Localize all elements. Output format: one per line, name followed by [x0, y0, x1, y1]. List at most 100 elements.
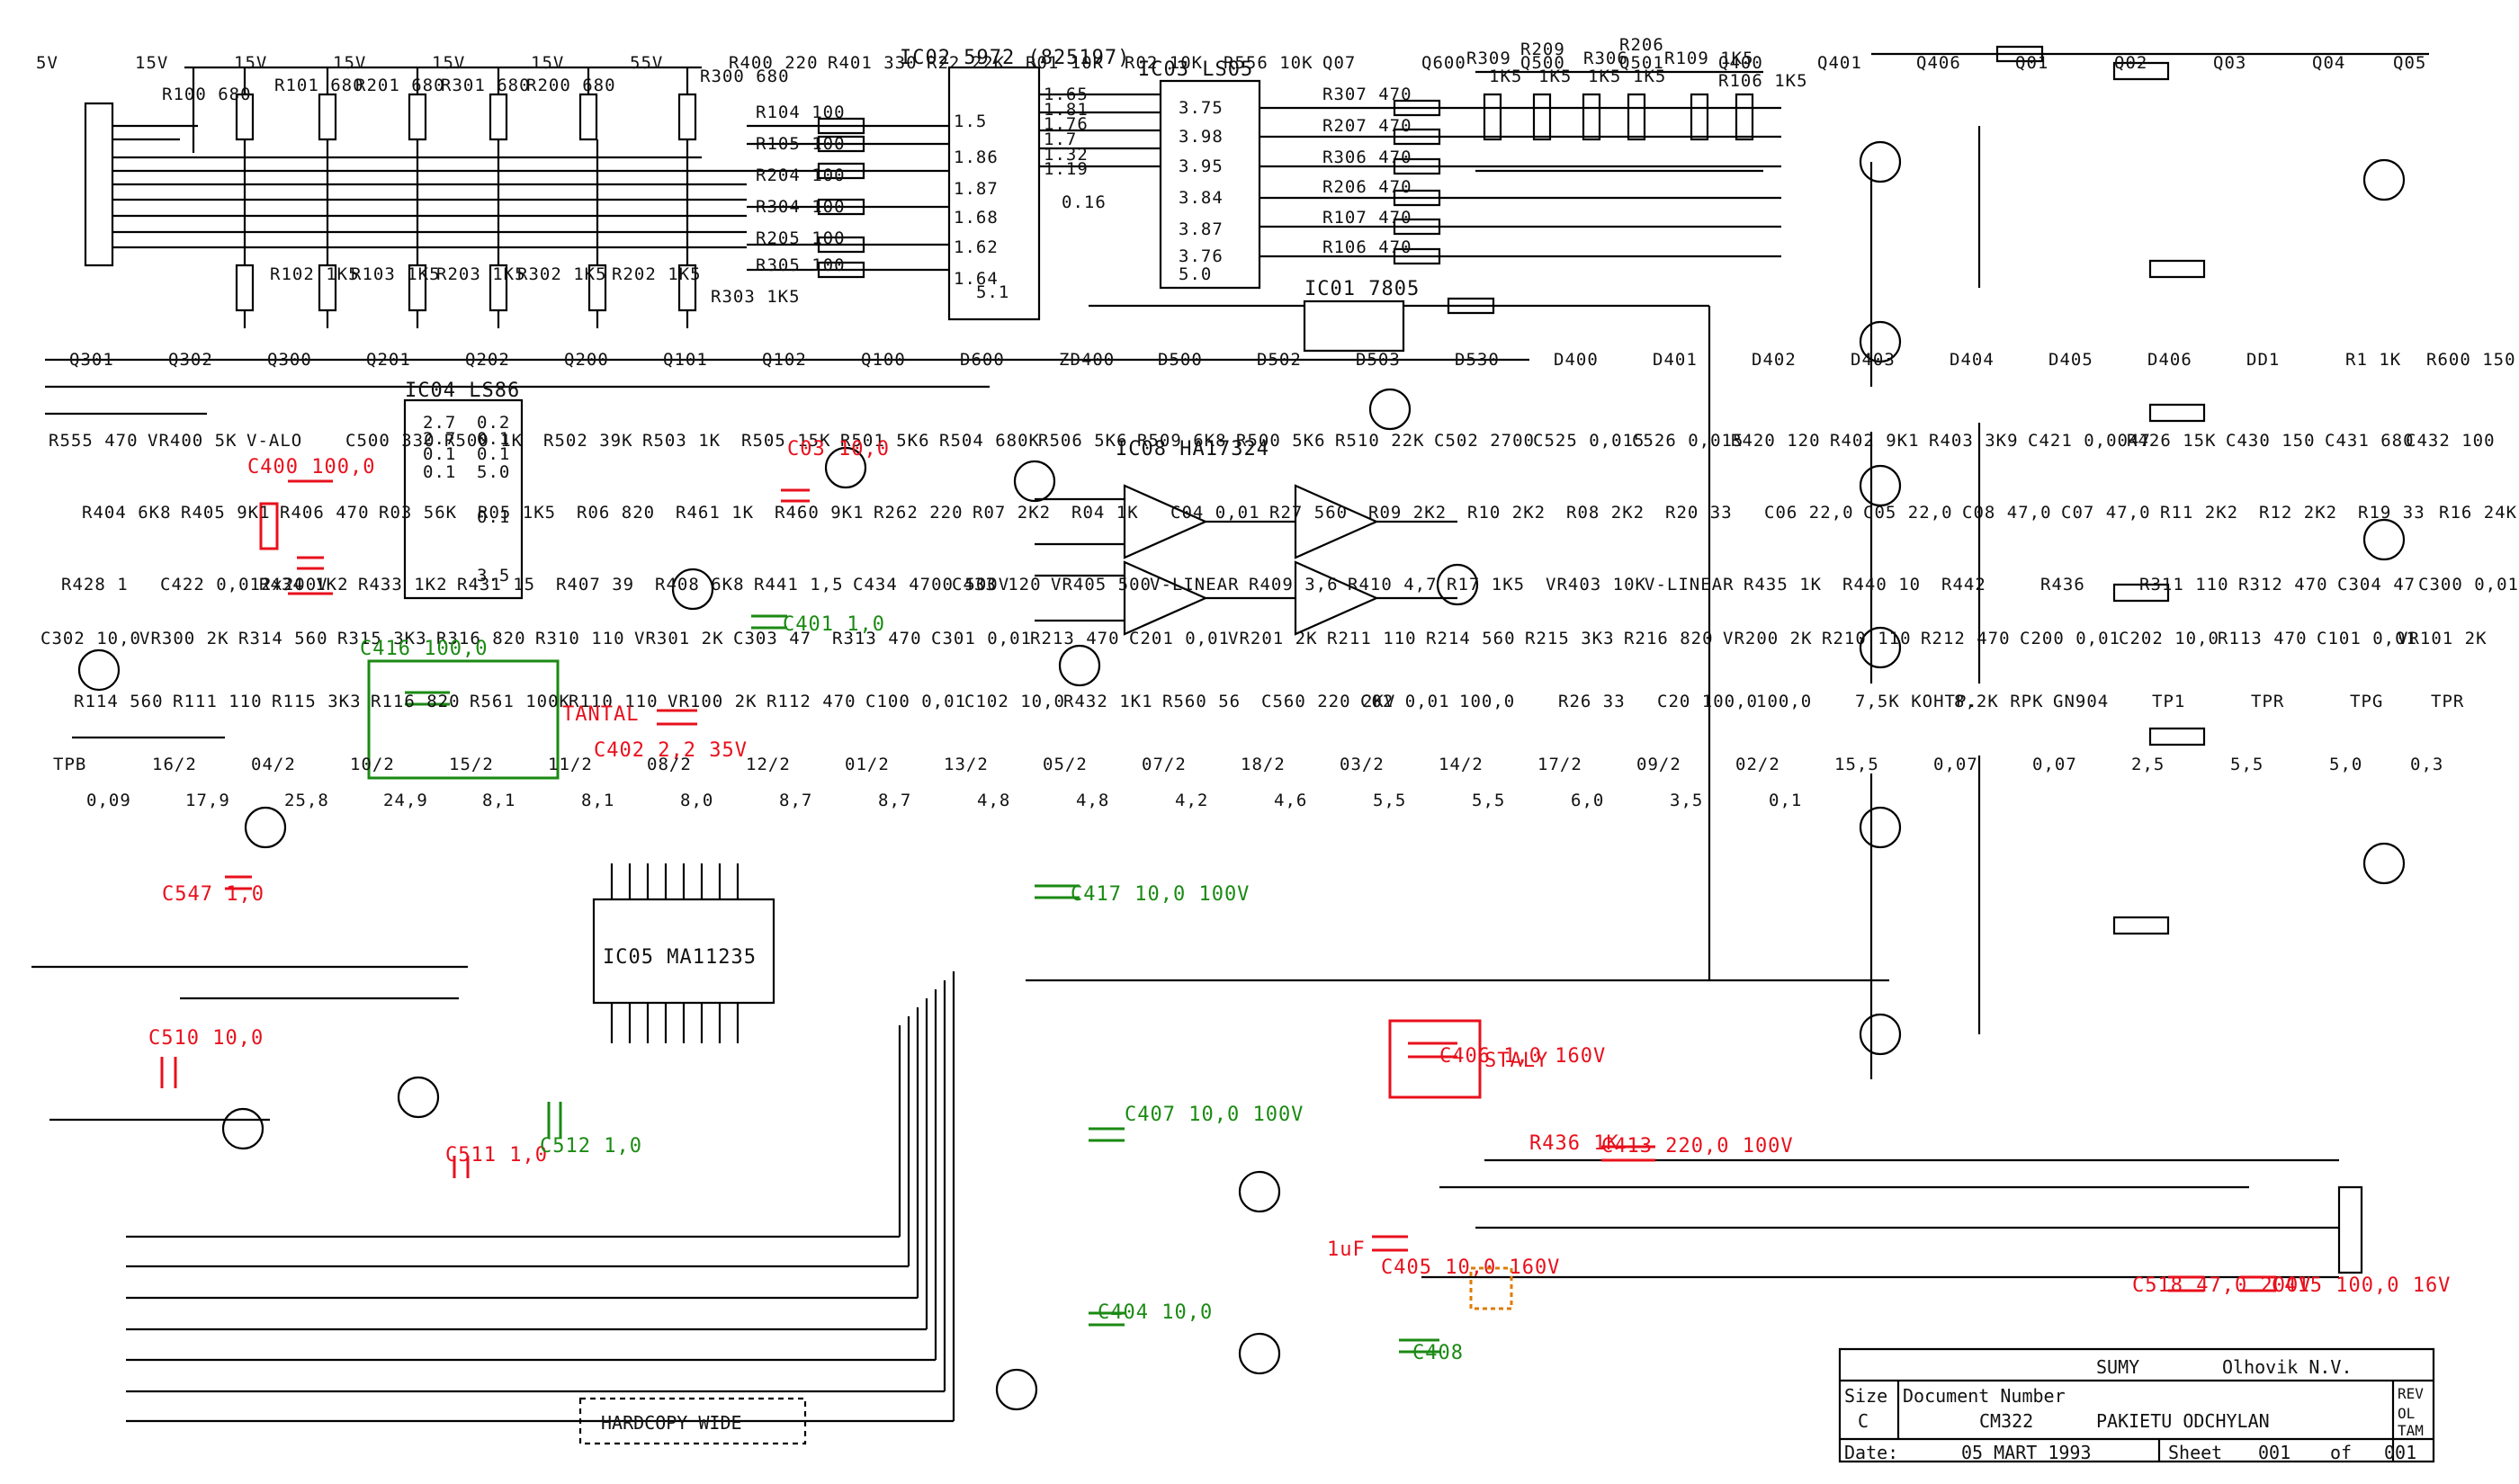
labels_black-label: 15/2 — [449, 755, 494, 774]
labels_black-label: R311 110 — [2139, 575, 2229, 594]
labels_black-label: R428 1 — [61, 575, 129, 594]
right_resistors-label: R306 470 — [1322, 148, 1412, 167]
ic08-opamp-b — [1125, 562, 1206, 634]
labels_black-label: R432 1K1 — [1063, 692, 1153, 711]
labels_black-label: R433 1K2 — [358, 575, 448, 594]
labels_black-label: R11 2K2 — [2160, 503, 2239, 523]
right_resistors-label: R209 — [1520, 40, 1565, 59]
ic_pin_notes.ic02_pins-label: 1.76 — [1044, 114, 1089, 134]
right_resistors-label: R306 — [1583, 49, 1628, 68]
labels_black-label: 7,5K KOHTP. — [1855, 692, 1978, 711]
labels_red-label: 1uF — [1327, 1238, 1366, 1261]
title-date: 05 MART 1993 — [1961, 1442, 2092, 1463]
labels_black-label: Q401 — [1817, 53, 1862, 73]
ic_pin_notes.ic04_pins-label: 5.0 — [477, 462, 511, 482]
labels_black-label: R16 24K — [2439, 503, 2518, 523]
right_resistors-label: R206 470 — [1322, 177, 1412, 197]
labels_black-label: C303 47 — [733, 629, 812, 648]
ic01-regulator — [1304, 301, 1403, 351]
labels_black-label: D401 — [1653, 350, 1698, 370]
labels_black-label: C102 10,0 — [964, 692, 1065, 711]
labels_black-label: R110 110 — [569, 692, 659, 711]
title-size-value: C — [1858, 1410, 1869, 1432]
right_resistors-label: R109 1K5 — [1664, 49, 1754, 68]
labels_black-label: 55V — [630, 53, 664, 73]
labels_black-label: 8,1 — [482, 791, 516, 810]
labels_black-label: 25,8 — [284, 791, 329, 810]
right_resistors-label: 1K5 — [1489, 67, 1523, 86]
labels_black-label: C301 0,01 — [931, 629, 1032, 648]
ic03-label: IC03 LS05 — [1138, 58, 1254, 81]
labels_black-label: Q05 — [2393, 53, 2427, 73]
labels_black-label: 09/2 — [1636, 755, 1681, 774]
labels_black-label: 8,7 — [779, 791, 813, 810]
ic_pin_notes.ic02_pins-label: 1.81 — [1044, 100, 1089, 120]
ic_pin_notes.ic03_pins-label: 5.0 — [1179, 264, 1213, 284]
labels_black-label: R406 470 — [280, 503, 370, 523]
labels_black-label: C560 220 2KV — [1261, 692, 1396, 711]
ic04-label: IC04 LS86 — [405, 380, 521, 402]
output-stage-channel-1 — [1860, 729, 2404, 1079]
ic_pin_notes.ic02_pins-label: 1.86 — [954, 148, 999, 167]
labels_red-label: C402 2,2 35V — [594, 739, 748, 762]
labels_black-label: C05 22,0 — [1863, 503, 1953, 523]
labels_black-label: C202 10,0 — [2119, 629, 2219, 648]
labels_black-label: TPB — [53, 755, 87, 774]
labels_black-label: R440 10 — [1842, 575, 1922, 594]
labels_black-label: R506 5K6 — [1038, 431, 1128, 451]
labels_black-label: R09 2K2 — [1368, 503, 1448, 523]
labels_green-label: C416 100,0 — [360, 638, 489, 660]
labels_black-label: 4,6 — [1274, 791, 1308, 810]
labels_black-label: 02/2 — [1735, 755, 1780, 774]
labels_black-label: R431 15 — [457, 575, 536, 594]
labels_black-label: D403 — [1851, 350, 1896, 370]
labels_black-label: R400 220 — [729, 53, 819, 73]
labels_black-label: 6,0 — [1571, 791, 1605, 810]
labels_black-label: 4,2 — [1175, 791, 1209, 810]
labels_black-label: C526 0,015 — [1632, 431, 1744, 451]
labels_black-label: R216 820 — [1624, 629, 1714, 648]
top_resistors-label: R203 1K5 — [436, 264, 526, 284]
ic_pin_notes.ic02_pins-label: 5.1 — [976, 282, 1010, 302]
labels_black-label: R561 100K — [470, 692, 570, 711]
labels_black-label: D402 — [1752, 350, 1797, 370]
labels_black-label: C04 0,01 — [1170, 503, 1260, 523]
labels_black-label: 15V — [135, 53, 169, 73]
labels_black-label: VR101 2K — [2398, 629, 2488, 648]
connector-a — [85, 103, 112, 265]
labels_black-label: 5,5 — [1472, 791, 1506, 810]
labels_black-label: R503 1K — [642, 431, 722, 451]
labels_black-label: R08 2K2 — [1566, 503, 1645, 523]
labels_black-label: 5,5 — [2230, 755, 2264, 774]
labels_black-label: R262 220 — [874, 503, 964, 523]
ic_pin_notes.ic03_pins-label: 3.75 — [1179, 98, 1224, 118]
resistor-column-top — [237, 67, 695, 328]
right_resistors-label: 1K5 — [1588, 67, 1622, 86]
labels_black-label: 15V — [432, 53, 466, 73]
labels_black-label: VR200 2K — [1723, 629, 1813, 648]
labels_black-label: C502 2700 — [1434, 431, 1535, 451]
labels_black-label: 04/2 — [251, 755, 296, 774]
labels_black-label: V-LINEAR — [1150, 575, 1240, 594]
title-sheet-no: 001 — [2258, 1442, 2291, 1463]
labels_black-label: 08/2 — [647, 755, 692, 774]
mid_resistors-label: R304 100 — [756, 197, 846, 217]
labels_black-label: 03/2 — [1340, 755, 1385, 774]
labels_black-label: R115 3K3 — [272, 692, 362, 711]
labels_black-label: C07 47,0 — [2061, 503, 2151, 523]
labels_black-label: R401 330 — [828, 53, 918, 73]
ic_pin_notes.ic04_pins-label: 0.2 — [477, 413, 511, 433]
labels_black-label: R1 1K — [2345, 350, 2402, 370]
labels_black-label: C08 47,0 — [1962, 503, 2052, 523]
labels_black-label: R116 820 — [371, 692, 461, 711]
q02-transistor — [1370, 389, 1410, 429]
q05-transistor — [1015, 461, 1054, 501]
labels_black-label: R22 22K — [927, 53, 1006, 73]
title-size-label: Size — [1844, 1385, 1888, 1407]
title-docnum-label: Document Number — [1903, 1385, 2066, 1407]
labels_black-label: C304 47 — [2337, 575, 2416, 594]
labels_black-label: D500 — [1158, 350, 1203, 370]
labels_black-label: 8,0 — [680, 791, 714, 810]
labels_black-label: VR301 2K — [634, 629, 724, 648]
